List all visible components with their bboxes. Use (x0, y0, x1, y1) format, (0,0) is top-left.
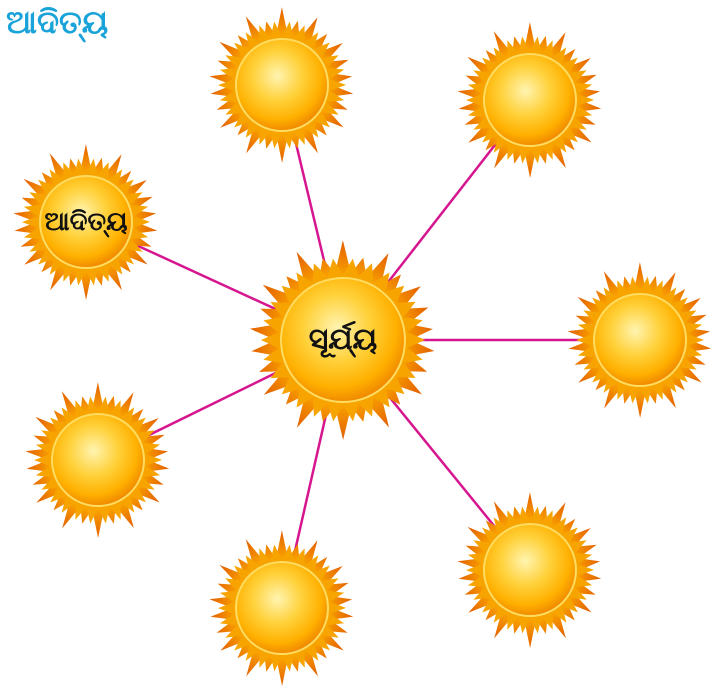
sun-disc (236, 39, 328, 131)
sun-top (209, 7, 353, 163)
sun-disc (484, 524, 576, 616)
sun-left-lower (25, 382, 169, 538)
sun-disc (52, 414, 144, 506)
sun-disc (236, 562, 328, 654)
sun-disc (484, 54, 576, 146)
sun-bottom-right (457, 492, 601, 648)
sun-top-right (457, 22, 601, 178)
satellite-sun-label: ଆଦିତ୍ୟ (44, 209, 127, 235)
sun-bottom (209, 530, 353, 686)
sun-disc (594, 294, 686, 386)
center-sun-label: ସୂର୍ଯ୍ୟ (309, 325, 378, 355)
sun-right (567, 262, 711, 418)
